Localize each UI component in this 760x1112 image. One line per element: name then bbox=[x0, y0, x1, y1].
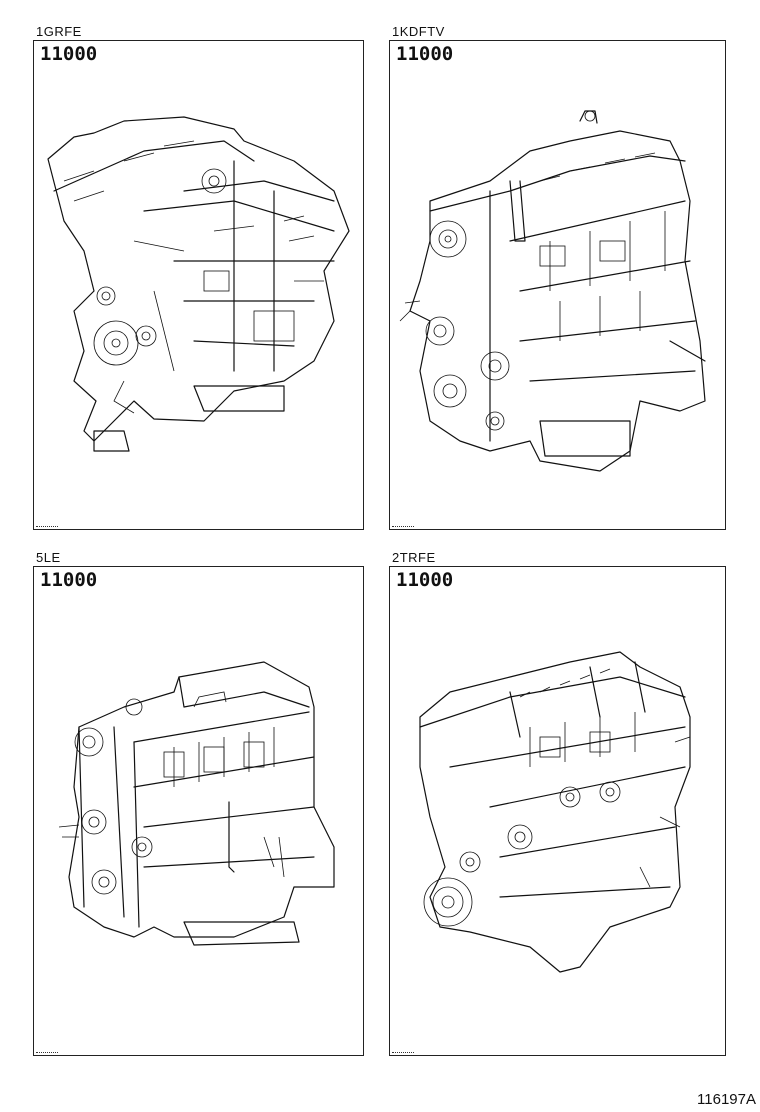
engine-panel-1kdftv[interactable]: 11000 bbox=[389, 40, 726, 530]
engine-illustration bbox=[58, 661, 335, 946]
engine-code-label: 2TRFE bbox=[392, 550, 436, 565]
panel-corner-mark bbox=[392, 526, 414, 527]
engine-illustration bbox=[399, 110, 706, 472]
part-number: 11000 bbox=[40, 569, 98, 591]
engine-panel-1grfe[interactable]: 11000 bbox=[33, 40, 364, 530]
panel-corner-mark bbox=[392, 1052, 414, 1053]
engine-illustration bbox=[419, 651, 691, 973]
engine-code-label: 1GRFE bbox=[36, 24, 82, 39]
part-number: 11000 bbox=[396, 43, 454, 65]
panel-corner-mark bbox=[36, 526, 58, 527]
engine-code-label: 1KDFTV bbox=[392, 24, 445, 39]
illustration-id: 116197A bbox=[697, 1091, 756, 1108]
part-number: 11000 bbox=[40, 43, 98, 65]
part-number: 11000 bbox=[396, 569, 454, 591]
engine-panel-5le[interactable]: 11000 bbox=[33, 566, 364, 1056]
engine-panel-2trfe[interactable]: 11000 bbox=[389, 566, 726, 1056]
engine-code-label: 5LE bbox=[36, 550, 61, 565]
panel-corner-mark bbox=[36, 1052, 58, 1053]
engine-illustration bbox=[47, 116, 350, 452]
